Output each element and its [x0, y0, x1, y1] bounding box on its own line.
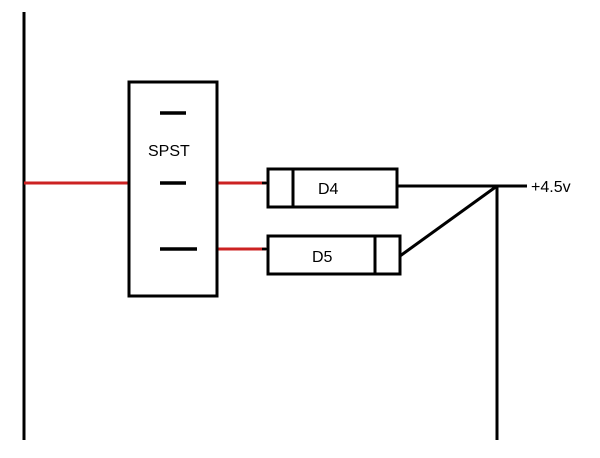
diode-d5-label: D5	[312, 249, 333, 266]
d5-diagonal-wire	[399, 184, 498, 258]
diode-d4-label: D4	[318, 181, 339, 198]
diode-d5-body[interactable]	[266, 234, 402, 276]
diode-d4-body[interactable]	[266, 167, 399, 209]
spst-label: SPST	[148, 143, 190, 160]
supply-voltage-label: +4.5v	[531, 179, 571, 196]
spst-switch-body[interactable]	[127, 80, 219, 298]
